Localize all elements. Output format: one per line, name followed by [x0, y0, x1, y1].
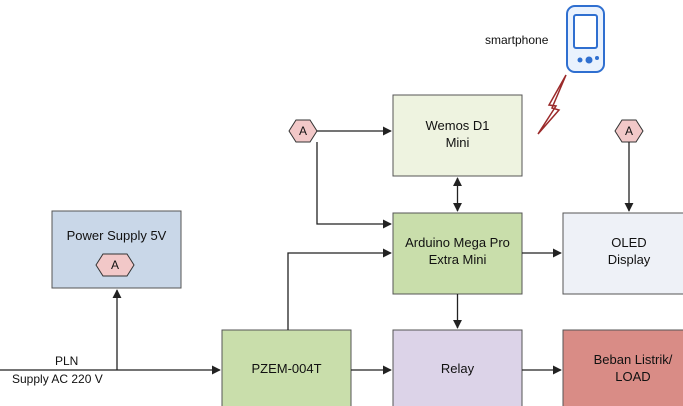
connector-a-power-supply: A [95, 253, 135, 277]
power-supply-label: Power Supply 5V [67, 228, 167, 243]
pzem-block: PZEM-004T [221, 329, 352, 406]
supply-label-ac: Supply AC 220 V [12, 372, 103, 386]
wireless-lightning-icon [537, 74, 567, 135]
relay-block: Relay [392, 329, 523, 406]
load-block: Beban Listrik/ LOAD [562, 329, 683, 406]
wemos-label-line1: Wemos D1 [425, 118, 489, 133]
oled-display-block: OLED Display [562, 212, 683, 295]
connector-a-top-left: A [288, 119, 318, 143]
smartphone-label: smartphone [485, 33, 549, 47]
oled-label-line2: Display [608, 252, 651, 267]
load-label-line1: Beban Listrik/ [594, 352, 673, 367]
oled-label-line1: OLED [611, 235, 646, 250]
wires [0, 126, 634, 375]
connector-label: A [111, 258, 119, 272]
connector-a-oled: A [614, 119, 644, 143]
arduino-mega-block: Arduino Mega Pro Extra Mini [392, 212, 523, 295]
load-label-line2: LOAD [615, 369, 650, 384]
connector-label: A [299, 124, 307, 138]
relay-label: Relay [441, 361, 475, 376]
wemos-label-line2: Mini [446, 135, 470, 150]
arduino-label-line1: Arduino Mega Pro [405, 235, 510, 250]
arduino-label-line2: Extra Mini [429, 252, 487, 267]
smartphone-icon [566, 5, 605, 73]
wemos-d1-mini-block: Wemos D1 Mini [392, 94, 523, 177]
wire-pzem-to-arduino [287, 248, 392, 330]
wire-connector-to-arduino [316, 142, 392, 229]
supply-label-pln: PLN [55, 354, 78, 368]
smartphone-group: smartphone [485, 5, 605, 73]
connector-label: A [625, 124, 633, 138]
pzem-label: PZEM-004T [251, 361, 321, 376]
